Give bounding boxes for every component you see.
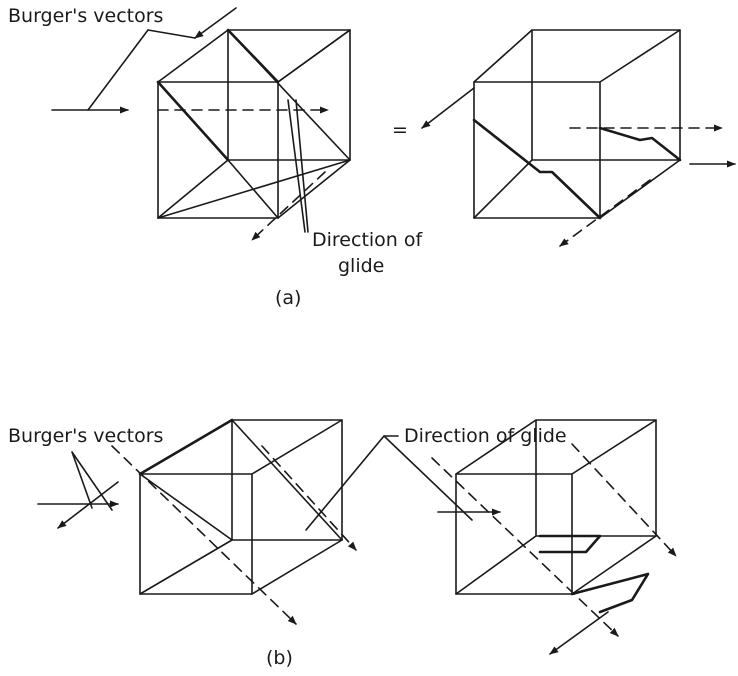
glide-direction-dashed-arrow: [111, 445, 297, 625]
cube-a2: [473, 29, 681, 219]
panel-a: Burger's vectors Direction of glide =: [8, 5, 736, 309]
burgers-leader-line: [147, 29, 196, 39]
glide-direction-dashed-arrow: [251, 171, 326, 241]
burgers-leader-line: [71, 451, 113, 511]
burgers-vector-arrow: [549, 611, 609, 655]
burgers-vector-arrow: [194, 7, 237, 39]
glide-direction-dashed-arrow: [431, 457, 619, 637]
dislocation-line: [538, 534, 602, 554]
cube-b1: [138, 418, 343, 595]
panel-b: Burger's vectors Direction of glide (: [8, 418, 677, 669]
glide-leader-line: [287, 99, 309, 233]
glide-direction-dashed-arrow: [571, 443, 677, 557]
caption-b: (b): [266, 647, 293, 669]
cube-b2: [455, 419, 657, 595]
burgers-vector-arrow: [421, 87, 475, 129]
burgers-vector-arrow: [57, 481, 119, 529]
glide-direction-dashed-arrow: [261, 445, 357, 551]
burgers-vectors-label-a: Burger's vectors: [8, 5, 163, 27]
dislocation-line: [598, 126, 682, 162]
burgers-leader-line: [87, 29, 149, 111]
direction-of-glide-label-a-line2: glide: [338, 255, 384, 277]
burgers-vectors-label-b: Burger's vectors: [8, 425, 163, 447]
dislocation-line: [472, 118, 602, 220]
glide-leader-line: [383, 435, 473, 521]
direction-of-glide-label-b: Direction of glide: [404, 425, 567, 447]
cube-a1: [156, 28, 351, 219]
direction-of-glide-label-a: Direction of: [312, 229, 423, 251]
dislocation-line: [570, 572, 650, 614]
caption-a: (a): [275, 287, 301, 309]
equals-sign: =: [392, 119, 408, 141]
glide-direction-dashed-arrow: [559, 179, 651, 247]
